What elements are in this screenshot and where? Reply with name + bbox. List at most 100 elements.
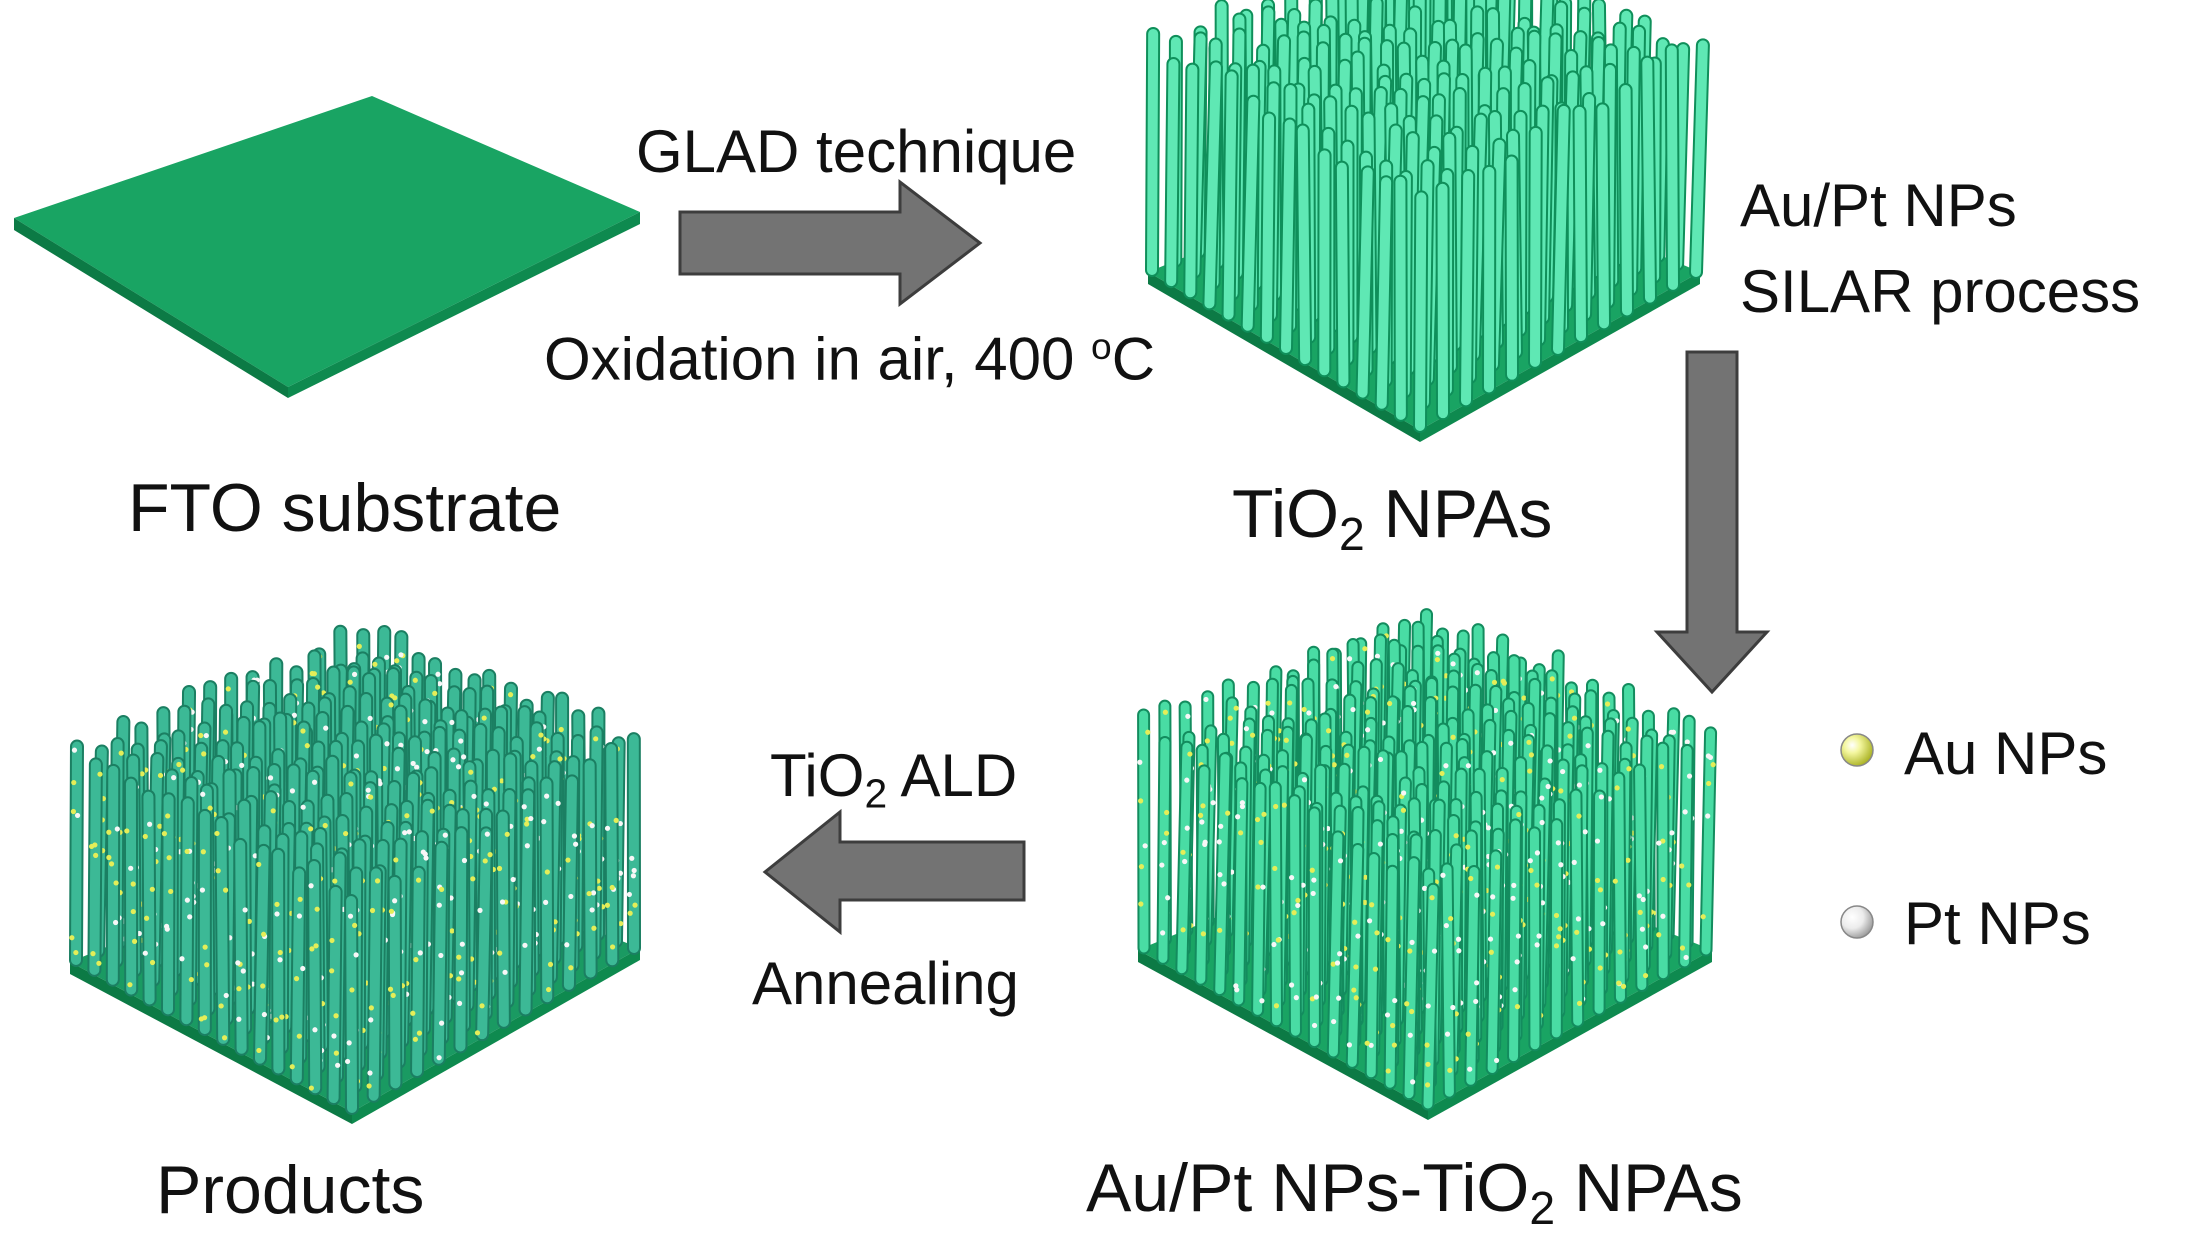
pt-nanoparticle bbox=[477, 907, 483, 913]
au-nanoparticle bbox=[1275, 937, 1281, 943]
pt-nanoparticle bbox=[351, 671, 358, 677]
pt-nanoparticle bbox=[573, 841, 579, 847]
pt-nanoparticle bbox=[236, 1016, 242, 1022]
au-nanoparticle bbox=[309, 946, 315, 952]
pt-nanoparticle bbox=[524, 843, 530, 849]
pt-nanoparticle bbox=[461, 857, 468, 864]
au-nanoparticle bbox=[1658, 764, 1665, 770]
pt-nanoparticle bbox=[1216, 839, 1222, 845]
au-nanoparticle bbox=[113, 880, 119, 886]
tio2-npas-array bbox=[1145, 0, 1710, 442]
au-nanoparticle bbox=[568, 965, 574, 971]
au-nanoparticle bbox=[142, 833, 148, 840]
au-nanoparticle bbox=[404, 813, 410, 819]
pt-nanoparticle bbox=[1443, 763, 1449, 769]
nanorod bbox=[1635, 765, 1647, 991]
au-nanoparticle bbox=[387, 986, 394, 992]
au-nanoparticle bbox=[1660, 876, 1666, 883]
legend-pt-nps: Pt NPs bbox=[1904, 890, 2091, 957]
nanorod bbox=[1530, 127, 1541, 367]
au-nanoparticle bbox=[130, 881, 136, 887]
pt-nanoparticle bbox=[1560, 768, 1566, 775]
au-nanoparticle bbox=[1424, 1082, 1431, 1088]
au-nanoparticle bbox=[1576, 1000, 1583, 1006]
au-nanoparticle bbox=[546, 986, 552, 993]
au-nanoparticle bbox=[1468, 875, 1474, 882]
pt-nanoparticle bbox=[1431, 948, 1438, 954]
nanorod bbox=[541, 778, 553, 1003]
pt-nanoparticle bbox=[223, 992, 229, 999]
pt-nanoparticle bbox=[406, 829, 412, 835]
au-nanoparticle bbox=[1706, 780, 1712, 787]
pt-nanoparticle bbox=[1510, 895, 1516, 901]
nanorod bbox=[584, 760, 596, 978]
pt-nanoparticle bbox=[1184, 825, 1190, 831]
au-nanoparticle bbox=[347, 679, 353, 685]
pt-nanoparticle bbox=[1365, 727, 1371, 733]
pt-nanoparticle bbox=[1467, 1066, 1473, 1072]
pt-nanoparticle bbox=[1346, 656, 1353, 662]
nanorod bbox=[235, 839, 247, 1054]
au-nanoparticle bbox=[1400, 807, 1407, 813]
au-nanoparticle bbox=[1434, 656, 1440, 663]
nanorod bbox=[1404, 858, 1419, 1099]
pt-nanoparticle bbox=[1313, 994, 1319, 1000]
au-nanoparticle bbox=[1162, 709, 1168, 715]
pt-nanoparticle bbox=[235, 960, 241, 966]
pt-nanoparticle bbox=[1398, 828, 1404, 834]
nanorod bbox=[1376, 177, 1392, 409]
pt-nanoparticle bbox=[1555, 840, 1561, 846]
label-ald-pre: TiO bbox=[770, 742, 865, 809]
pt-nanoparticle bbox=[1184, 777, 1190, 783]
nanorod bbox=[1553, 105, 1569, 354]
nanorod bbox=[181, 798, 193, 1025]
au-np-legend-marker bbox=[1840, 733, 1874, 767]
au-nanoparticle bbox=[481, 715, 487, 721]
au-nanoparticle bbox=[106, 829, 112, 835]
au-nanoparticle bbox=[432, 690, 438, 696]
au-nanoparticle bbox=[586, 890, 592, 897]
nanorod bbox=[1185, 64, 1198, 298]
arrow-left bbox=[762, 808, 1026, 936]
pt-nanoparticle bbox=[1643, 944, 1649, 950]
au-nanoparticle bbox=[277, 949, 283, 956]
pt-nanoparticle bbox=[455, 764, 462, 770]
au-nanoparticle bbox=[449, 928, 455, 934]
au-nanoparticle bbox=[204, 962, 210, 968]
pt-nanoparticle bbox=[1235, 814, 1241, 820]
au-nanoparticle bbox=[260, 983, 266, 989]
pt-nanoparticle bbox=[1534, 942, 1540, 948]
pt-nanoparticle bbox=[1159, 862, 1165, 868]
nanorod bbox=[328, 886, 341, 1104]
au-nanoparticle bbox=[1364, 1040, 1370, 1046]
pt-nanoparticle bbox=[1536, 933, 1542, 939]
label-oxidation: Oxidation in air, 400 oC bbox=[544, 325, 1156, 393]
au-nanoparticle bbox=[273, 1017, 279, 1023]
pt-nanoparticle bbox=[289, 788, 296, 794]
au-nanoparticle bbox=[218, 1003, 224, 1009]
nanorod bbox=[1620, 85, 1632, 316]
au-nanoparticle bbox=[416, 1030, 423, 1036]
au-nanoparticle bbox=[1514, 1004, 1521, 1010]
pt-nanoparticle bbox=[568, 893, 574, 900]
pt-nanoparticle bbox=[1410, 1079, 1416, 1085]
au-nanoparticle bbox=[1238, 830, 1244, 836]
au-nanoparticle bbox=[482, 858, 488, 864]
label-ald-sub: 2 bbox=[864, 770, 888, 817]
au-nanoparticle bbox=[1642, 972, 1649, 979]
au-nanoparticle bbox=[413, 957, 419, 963]
pt-nanoparticle bbox=[1598, 794, 1604, 800]
pt-nanoparticle bbox=[1511, 882, 1517, 888]
pt-nanoparticle bbox=[1686, 773, 1693, 779]
pt-nanoparticle bbox=[1182, 858, 1188, 865]
au-nanoparticle bbox=[1301, 706, 1307, 713]
aupt-tio2-npas-array bbox=[1137, 608, 1718, 1120]
pt-nanoparticle bbox=[442, 832, 448, 838]
pt-nanoparticle bbox=[1450, 661, 1456, 667]
pt-nanoparticle bbox=[1293, 995, 1299, 1001]
au-nanoparticle bbox=[1362, 646, 1368, 652]
label-fto-substrate: FTO substrate bbox=[128, 470, 562, 546]
pt-nanoparticle bbox=[1336, 995, 1342, 1001]
nanorod bbox=[1347, 845, 1363, 1067]
label-oxidation-post: C bbox=[1111, 325, 1156, 393]
